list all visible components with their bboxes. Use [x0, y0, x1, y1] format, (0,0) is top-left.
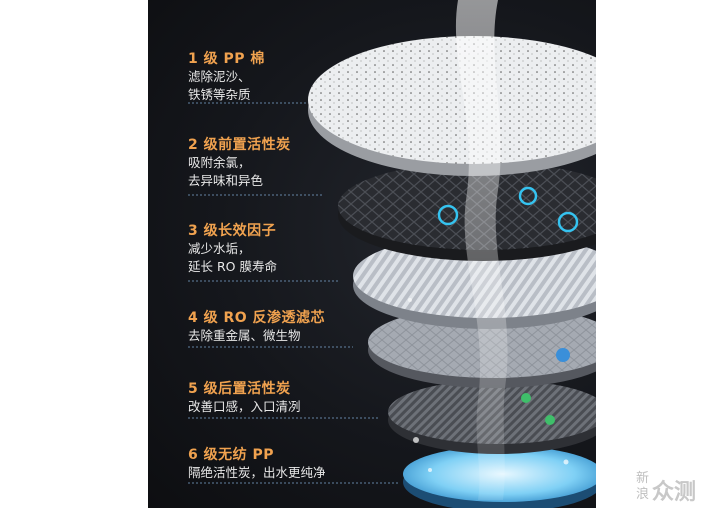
watermark-char: 新	[636, 471, 650, 486]
stage-1-label: 1 级 PP 棉 滤除泥沙、 铁锈等杂质	[188, 50, 348, 104]
stage-desc-line: 吸附余氯，	[188, 155, 251, 170]
stage-6-label: 6 级无纺 PP 隔绝活性炭，出水更纯净	[188, 446, 348, 482]
stage-title: 1 级 PP 棉	[188, 51, 265, 67]
stage-desc-line: 延长 RO 膜寿命	[188, 259, 277, 274]
stage-desc-line: 滤除泥沙、	[188, 69, 251, 84]
stage-desc-line: 改善口感，入口清冽	[188, 399, 301, 414]
stage-desc-line: 铁锈等杂质	[188, 87, 251, 102]
stage-title: 4 级 RO 反渗透滤芯	[188, 310, 326, 326]
stage-title: 6 级无纺 PP	[188, 447, 275, 463]
stage-title: 2 级前置活性炭	[188, 137, 291, 153]
stage-desc-line: 去异味和异色	[188, 173, 264, 188]
stage-5-label: 5 级后置活性炭 改善口感，入口清冽	[188, 380, 348, 416]
stage-title: 5 级后置活性炭	[188, 381, 291, 397]
stage-desc-line: 隔绝活性炭，出水更纯净	[188, 465, 326, 480]
stage-title: 3 级长效因子	[188, 223, 277, 239]
stage-desc-line: 去除重金属、微生物	[188, 328, 301, 343]
filter-stack-illustration	[188, 0, 596, 508]
stage-4-label: 4 级 RO 反渗透滤芯 去除重金属、微生物	[188, 309, 348, 345]
watermark-logo: 新 浪 众测	[634, 468, 718, 506]
watermark-char: 浪	[636, 487, 650, 502]
water-stream	[408, 0, 569, 500]
watermark-text: 众测	[652, 480, 697, 505]
product-illustration-panel: 1 级 PP 棉 滤除泥沙、 铁锈等杂质 2 级前置活性炭 吸附余氯， 去异味和…	[148, 0, 596, 508]
stage-3-label: 3 级长效因子 减少水垢， 延长 RO 膜寿命	[188, 222, 348, 276]
stage-2-label: 2 级前置活性炭 吸附余氯， 去异味和异色	[188, 136, 348, 190]
leader-lines	[188, 102, 398, 484]
disc-stage-1	[308, 36, 596, 176]
stage-desc-line: 减少水垢，	[188, 241, 251, 256]
